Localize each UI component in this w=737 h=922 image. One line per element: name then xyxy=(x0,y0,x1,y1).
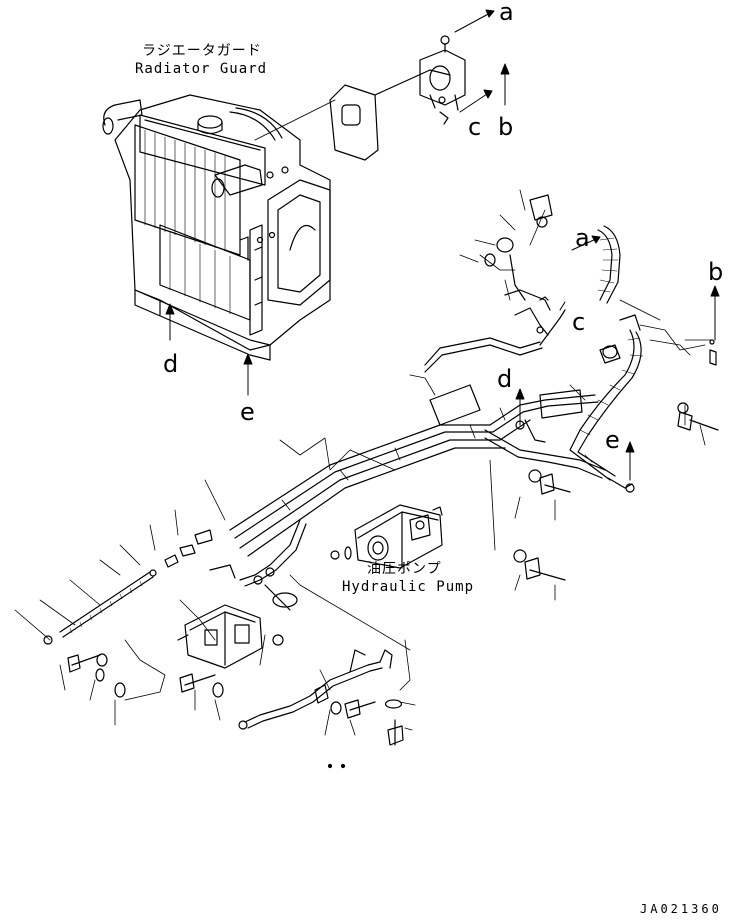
callout-c-mid: c xyxy=(572,308,586,336)
hydraulic-pump-label-en: Hydraulic Pump xyxy=(342,579,475,595)
hydraulic-pump-label-jp: 油圧ポンプ xyxy=(367,561,442,577)
radiator-guard-label-en: Radiator Guard xyxy=(135,61,268,77)
callout-arrows xyxy=(165,9,720,481)
return-hose-assembly xyxy=(569,225,719,493)
filter-bracket-assembly xyxy=(329,35,466,161)
radiator-guard-label-jp: ラジエータガード xyxy=(142,43,262,59)
hydraulic-pump xyxy=(330,504,443,569)
lower-left-parts xyxy=(43,529,298,698)
lower-pipe-assembly xyxy=(238,649,404,769)
pipe-lines xyxy=(229,309,606,587)
callout-d-left: d xyxy=(163,350,179,378)
leader-lines xyxy=(14,189,713,736)
callout-b-right: b xyxy=(708,258,724,286)
mid-right-hardware xyxy=(484,194,571,581)
radiator-guard-assembly xyxy=(102,94,331,361)
callout-a-top: a xyxy=(499,0,514,26)
callout-a-mid: a xyxy=(575,224,590,252)
callout-c-top: c xyxy=(468,113,482,141)
callout-d-mid: d xyxy=(497,365,513,393)
callout-e-left: e xyxy=(240,398,255,426)
callout-b-top: b xyxy=(498,113,514,141)
callout-e-right: e xyxy=(605,426,620,454)
drawing-number: JA021360 xyxy=(640,902,722,916)
